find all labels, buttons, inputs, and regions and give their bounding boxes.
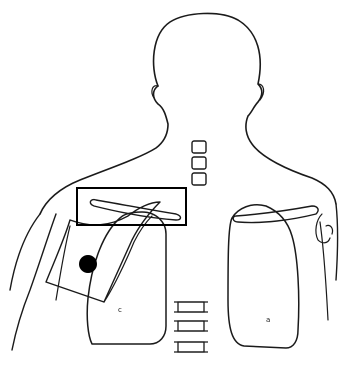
thoracic-vertebra — [174, 302, 208, 312]
neck-left-outline — [40, 86, 168, 214]
right-humerus-head — [326, 225, 333, 234]
right-clavicle — [233, 206, 318, 223]
thoracic-vertebra — [174, 321, 208, 331]
torso-left-outline — [10, 214, 40, 290]
torso-right-outline — [336, 204, 338, 280]
left-arm-outline — [12, 214, 56, 350]
right-arm-outline — [320, 222, 328, 320]
thoracic-vertebra — [174, 342, 208, 352]
cervical-vertebrae — [192, 141, 206, 185]
cervical-vertebra — [192, 141, 206, 153]
left-lung-marker: c — [118, 306, 122, 314]
right-lung-marker: a — [266, 316, 270, 324]
lesion-dot — [79, 255, 97, 273]
right-lung — [228, 205, 299, 348]
left-scapula-overlay — [46, 202, 160, 302]
cervical-vertebra — [192, 173, 206, 185]
left-lung — [87, 212, 166, 344]
head-outline — [154, 13, 336, 204]
right-shoulder-joint — [316, 214, 330, 243]
cervical-vertebra — [192, 157, 206, 169]
thoracic-vertebrae — [174, 302, 208, 352]
